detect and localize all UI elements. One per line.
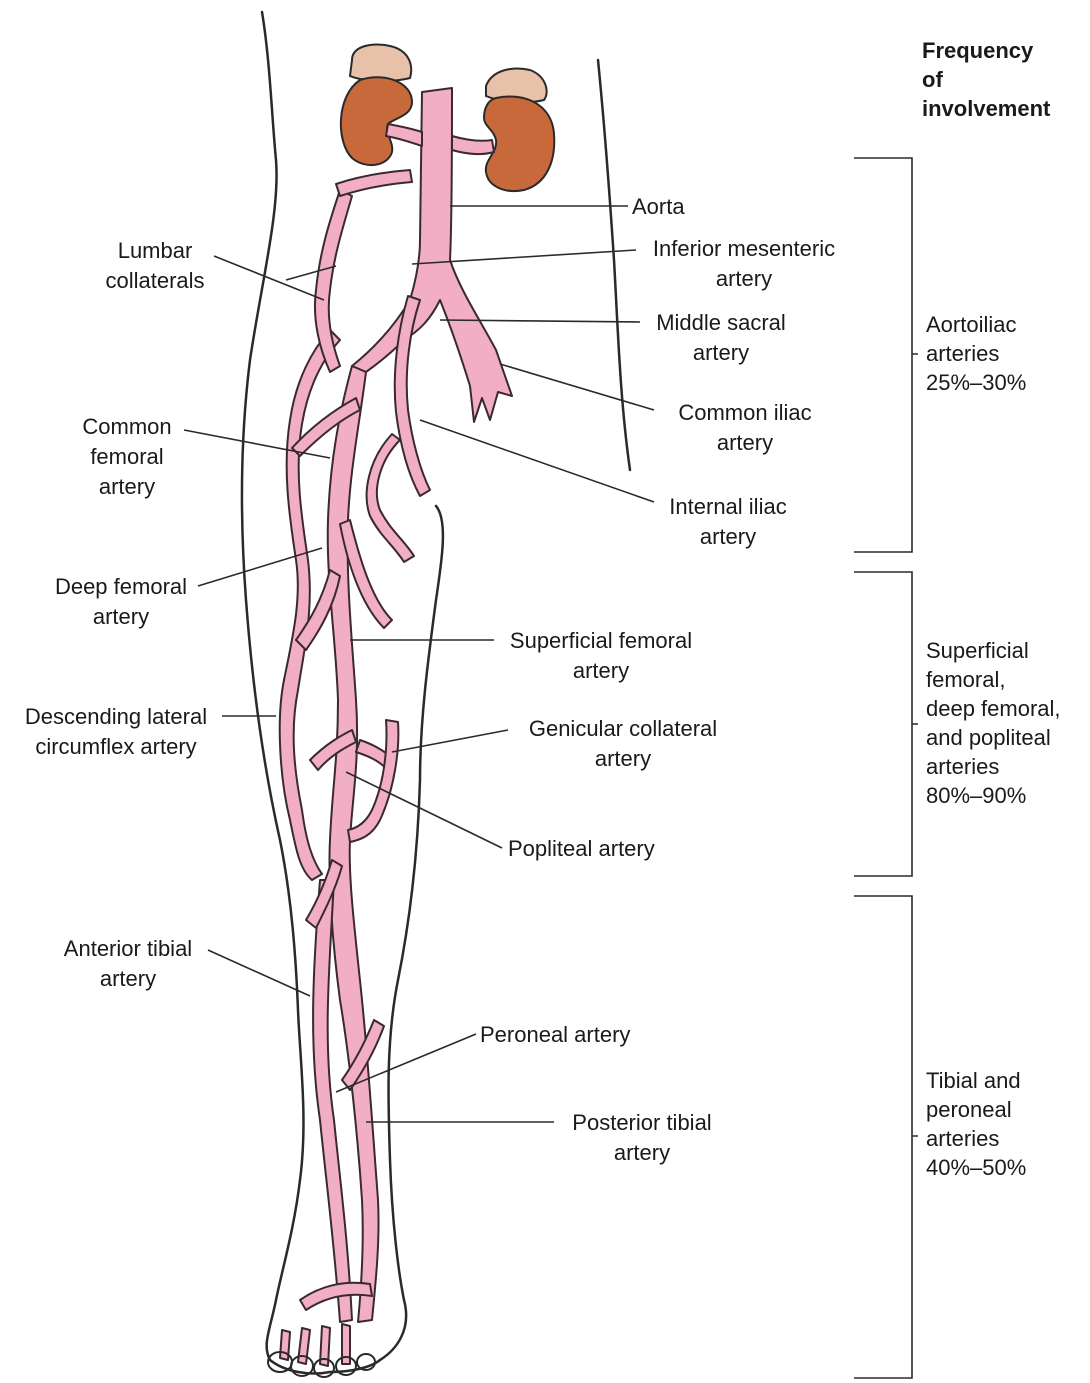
label-aorta: Aorta [632,192,685,222]
label-genicular-collateral-line1: Genicular collateral [508,714,738,744]
label-deep-femoral-line1: Deep femoral [42,572,200,602]
label-inferior-mesenteric: Inferior mesenteric artery [638,234,850,294]
label-lumbar-collaterals: Lumbar collaterals [90,236,220,296]
freq-tibial-line2: peroneal [926,1095,1026,1124]
label-common-femoral-line2: femoral [62,442,192,472]
freq-aortoiliac-line3: 25%–30% [926,368,1026,397]
label-anterior-tibial-line2: artery [46,964,210,994]
label-peroneal: Peroneal artery [480,1020,630,1050]
freq-femoral-line6: 80%–90% [926,781,1061,810]
frequency-femoral-popliteal: Superficial femoral, deep femoral, and p… [926,636,1061,810]
freq-aortoiliac-line2: arteries [926,339,1026,368]
label-middle-sacral-line2: artery [642,338,800,368]
label-middle-sacral: Middle sacral artery [642,308,800,368]
label-descending-lateral-line1: Descending lateral [10,702,222,732]
label-descending-lateral: Descending lateral circumflex artery [10,702,222,762]
label-aorta-line1: Aorta [632,192,685,222]
label-posterior-tibial-line2: artery [556,1138,728,1168]
label-anterior-tibial: Anterior tibial artery [46,934,210,994]
label-inferior-mesenteric-line2: artery [638,264,850,294]
label-common-iliac-line2: artery [660,428,830,458]
bracket-aortoiliac [854,158,918,552]
label-internal-iliac: Internal iliac artery [654,492,802,552]
bracket-tibial-peroneal [854,896,918,1378]
label-posterior-tibial-line1: Posterior tibial [556,1108,728,1138]
right-kidney [484,69,554,191]
label-descending-lateral-line2: circumflex artery [10,732,222,762]
label-lumbar-collaterals-line2: collaterals [90,266,220,296]
left-kidney [341,45,412,166]
leader-common-iliac [500,364,654,410]
freq-femoral-line3: deep femoral, [926,694,1061,723]
frequency-brackets [854,158,918,1378]
freq-tibial-line3: arteries [926,1124,1026,1153]
freq-femoral-line4: and popliteal [926,723,1061,752]
label-popliteal-line1: Popliteal artery [508,834,655,864]
freq-femoral-line2: femoral, [926,665,1061,694]
label-genicular-collateral-line2: artery [508,744,738,774]
frequency-tibial-peroneal: Tibial and peroneal arteries 40%–50% [926,1066,1026,1182]
label-genicular-collateral: Genicular collateral artery [508,714,738,774]
freq-aortoiliac-line1: Aortoiliac [926,310,1026,339]
header-line3: involvement [922,94,1050,123]
arterial-tree [280,88,512,1366]
header-line2: of [922,65,1050,94]
label-superficial-femoral: Superficial femoral artery [494,626,708,686]
label-common-femoral: Common femoral artery [62,412,192,502]
label-deep-femoral: Deep femoral artery [42,572,200,632]
label-anterior-tibial-line1: Anterior tibial [46,934,210,964]
label-lumbar-collaterals-line1: Lumbar [90,236,220,266]
leader-genicular [392,730,508,752]
label-internal-iliac-line2: artery [654,522,802,552]
frequency-aortoiliac: Aortoiliac arteries 25%–30% [926,310,1026,397]
label-common-iliac-line1: Common iliac [660,398,830,428]
leader-popliteal [346,772,502,848]
freq-femoral-line1: Superficial [926,636,1061,665]
freq-tibial-line1: Tibial and [926,1066,1026,1095]
header-line1: Frequency [922,36,1050,65]
leader-internal-iliac [420,420,654,502]
leader-lumbar-collaterals-a [214,256,324,300]
label-peroneal-line1: Peroneal artery [480,1020,630,1050]
bracket-femoral-popliteal [854,572,918,876]
label-posterior-tibial: Posterior tibial artery [556,1108,728,1168]
label-internal-iliac-line1: Internal iliac [654,492,802,522]
label-middle-sacral-line1: Middle sacral [642,308,800,338]
label-common-femoral-line3: artery [62,472,192,502]
label-popliteal: Popliteal artery [508,834,655,864]
freq-tibial-line4: 40%–50% [926,1153,1026,1182]
label-inferior-mesenteric-line1: Inferior mesenteric [638,234,850,264]
label-common-iliac: Common iliac artery [660,398,830,458]
label-superficial-femoral-line1: Superficial femoral [494,626,708,656]
label-superficial-femoral-line2: artery [494,656,708,686]
label-deep-femoral-line2: artery [42,602,200,632]
freq-femoral-line5: arteries [926,752,1061,781]
label-common-femoral-line1: Common [62,412,192,442]
frequency-header: Frequency of involvement [922,36,1050,123]
